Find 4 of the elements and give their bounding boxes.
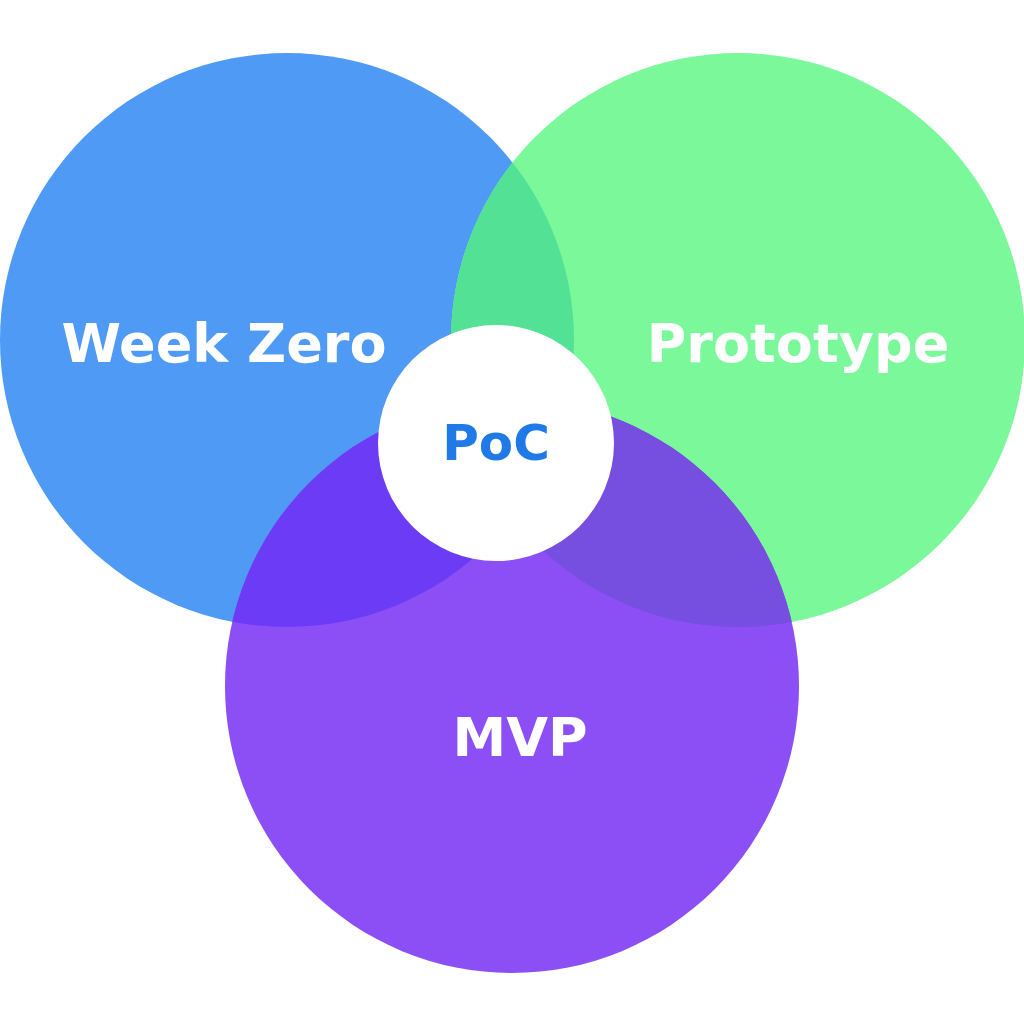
circle-label: Prototype [646,311,950,375]
circle-label: Week Zero [61,311,387,375]
circle-label: PoC [442,414,550,472]
circle-label: MVP [452,705,588,769]
